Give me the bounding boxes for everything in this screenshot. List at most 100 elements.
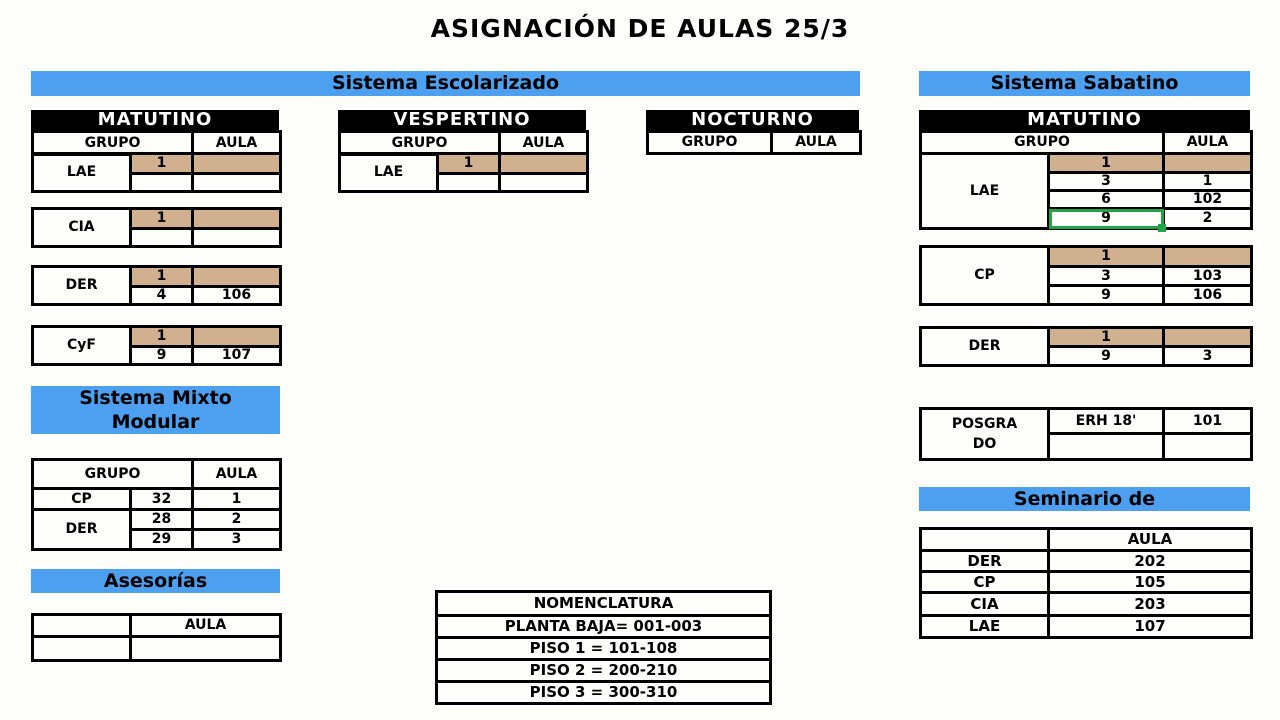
cell-grupo[interactable]: 1	[1047, 326, 1165, 348]
cell-aula[interactable]: 3	[191, 528, 282, 551]
cell-aula[interactable]: 1	[191, 487, 282, 511]
matutino-block-der: DER 1 4 106	[31, 265, 282, 306]
group-label: DER	[31, 508, 132, 551]
cell-aula[interactable]: 106	[191, 285, 282, 306]
cell-grupo[interactable]: 1	[129, 325, 194, 348]
cell-empty[interactable]	[1162, 432, 1253, 461]
cell-aula[interactable]: 202	[1047, 549, 1253, 573]
vespertino-block-lae: LAE 1	[338, 152, 589, 193]
group-label: CP	[919, 245, 1050, 306]
matutino-colhead-table: GRUPO AULA	[31, 130, 282, 156]
header-vespertino: VESPERTINO	[338, 110, 586, 130]
sabatino-lae-table: GRUPO AULA LAE 1 3 1 6 102 9 2	[919, 130, 1253, 230]
group-label: LAE	[919, 614, 1050, 639]
group-label: LAE	[31, 152, 132, 193]
nomenclatura-header: NOMENCLATURA	[435, 590, 772, 617]
sabatino-cp-table: CP 1 3 103 9 106	[919, 245, 1253, 306]
col-grupo-header: GRUPO	[646, 130, 773, 155]
cell-aula[interactable]: 106	[1162, 284, 1253, 306]
col-aula-header: AULA	[1047, 527, 1253, 552]
sabatino-der-table: DER 1 9 3	[919, 326, 1253, 367]
cell-empty[interactable]	[1047, 432, 1165, 461]
nomenclatura-line: PISO 2 = 200-210	[435, 658, 772, 683]
col-grupo-header: GRUPO	[31, 458, 194, 490]
cell-grupo[interactable]: 32	[129, 487, 194, 511]
cell-grupo[interactable]: 9	[1047, 345, 1165, 367]
group-label: CyF	[31, 325, 132, 366]
cell-grupo[interactable]	[129, 227, 194, 248]
cell-aula[interactable]: 203	[1047, 591, 1253, 617]
cell-aula[interactable]: 102	[1162, 189, 1253, 210]
cell-grupo[interactable]: 28	[129, 508, 194, 531]
cell-grupo[interactable]: ERH 18'	[1047, 407, 1165, 435]
cell-grupo[interactable]: 29	[129, 528, 194, 551]
cell-empty[interactable]	[31, 635, 132, 662]
cell-aula[interactable]: 2	[1162, 207, 1253, 230]
cell-grupo[interactable]: 9	[1047, 284, 1165, 306]
group-label: CIA	[919, 591, 1050, 617]
cell-grupo[interactable]	[129, 172, 194, 193]
cell-aula[interactable]	[498, 172, 589, 193]
cell-aula[interactable]	[191, 265, 282, 288]
cell-aula[interactable]: 107	[191, 345, 282, 366]
group-label: CP	[919, 570, 1050, 594]
nomenclatura-line: PISO 3 = 300-310	[435, 680, 772, 705]
group-label: CP	[31, 487, 132, 511]
cell-grupo[interactable]: 1	[129, 207, 194, 230]
band-asesorias: Asesorías	[31, 569, 280, 593]
cell-aula[interactable]: 103	[1162, 265, 1253, 287]
cell-grupo[interactable]: 1	[1047, 245, 1165, 268]
nocturno-colhead-table: GRUPO AULA	[646, 130, 862, 155]
cell-aula[interactable]	[191, 152, 282, 175]
cell-grupo[interactable]: 4	[129, 285, 194, 306]
cell-aula[interactable]	[1162, 326, 1253, 348]
cell-aula[interactable]	[191, 172, 282, 193]
group-label: DER	[919, 549, 1050, 573]
cell-aula[interactable]: 107	[1047, 614, 1253, 639]
group-label: DER	[919, 326, 1050, 367]
col-aula-header: AULA	[770, 130, 862, 155]
cell-empty[interactable]	[919, 527, 1050, 552]
cell-empty[interactable]	[31, 613, 132, 638]
cell-aula[interactable]	[1162, 152, 1253, 174]
cell-aula[interactable]	[498, 152, 589, 175]
selection-fill-handle[interactable]	[1158, 224, 1166, 232]
band-seminario: Seminario de	[919, 487, 1250, 511]
band-sistema-mixto-modular: Sistema Mixto Modular	[31, 386, 280, 434]
band-mixto-line2: Modular	[111, 411, 200, 433]
cell-grupo[interactable]: 3	[1047, 265, 1165, 287]
cell-aula[interactable]	[191, 227, 282, 248]
seminario-table: AULA DER 202 CP 105 CIA 203 LAE 107	[919, 527, 1253, 639]
cell-grupo[interactable]: 9	[129, 345, 194, 366]
col-aula-header: AULA	[191, 130, 282, 156]
group-label: DER	[31, 265, 132, 306]
cell-grupo[interactable]: 3	[1047, 171, 1165, 192]
matutino-block-lae: LAE 1	[31, 152, 282, 193]
cell-grupo[interactable]: 1	[436, 152, 501, 175]
cell-grupo[interactable]: 1	[1047, 152, 1165, 174]
posgrado-table: POSGRA DO ERH 18' 101	[919, 407, 1253, 461]
cell-aula[interactable]: 2	[191, 508, 282, 531]
header-sabatino-matutino: MATUTINO	[919, 110, 1250, 130]
cell-aula[interactable]	[191, 207, 282, 230]
cell-aula[interactable]: 101	[1162, 407, 1253, 435]
col-aula-header: AULA	[129, 613, 282, 638]
cell-grupo[interactable]: 6	[1047, 189, 1165, 210]
posgrado-label-line2: DO	[972, 436, 997, 452]
cell-grupo[interactable]: 1	[129, 152, 194, 175]
cell-grupo[interactable]	[436, 172, 501, 193]
cell-empty[interactable]	[129, 635, 282, 662]
cell-aula[interactable]: 3	[1162, 345, 1253, 367]
page-title: ASIGNACIÓN DE AULAS 25/3	[430, 14, 850, 43]
matutino-block-cyf: CyF 1 9 107	[31, 325, 282, 366]
group-label: LAE	[338, 152, 439, 193]
nomenclatura-table: NOMENCLATURA PLANTA BAJA= 001-003 PISO 1…	[435, 590, 772, 705]
cell-aula[interactable]: 1	[1162, 171, 1253, 192]
cell-aula[interactable]	[1162, 245, 1253, 268]
selected-cell[interactable]: 9	[1047, 207, 1165, 230]
nomenclatura-line: PLANTA BAJA= 001-003	[435, 614, 772, 639]
mixto-table: GRUPO AULA CP 32 1 DER 28 2 29 3	[31, 458, 282, 551]
cell-aula[interactable]	[191, 325, 282, 348]
cell-aula[interactable]: 105	[1047, 570, 1253, 594]
cell-grupo[interactable]: 1	[129, 265, 194, 288]
